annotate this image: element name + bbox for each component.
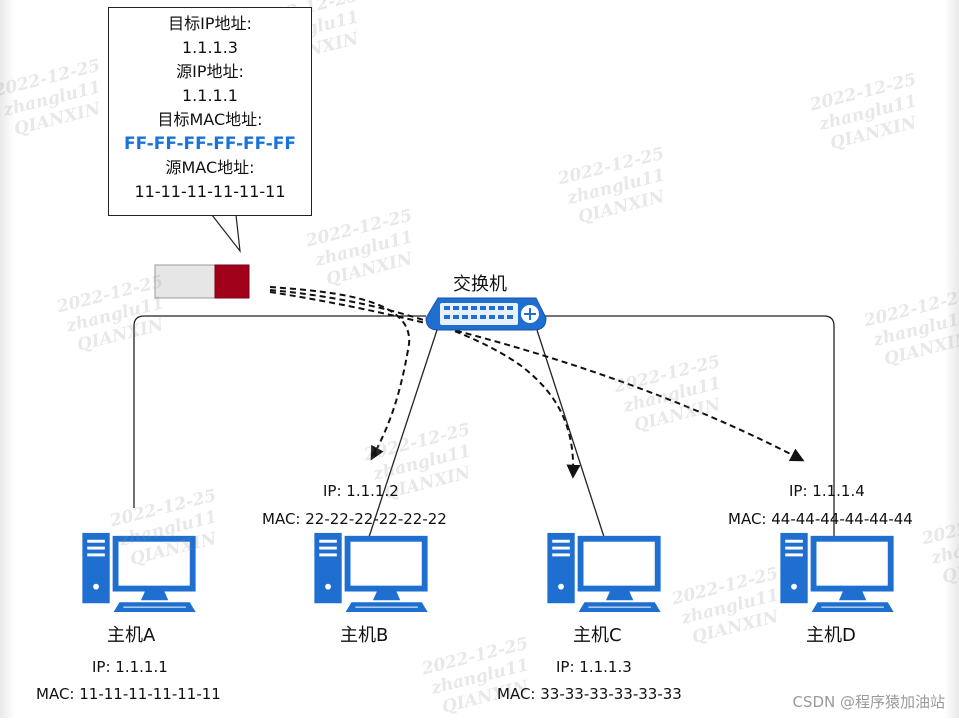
- callout-pointer: [211, 214, 241, 254]
- broadcast-arrow-to-d: [269, 291, 805, 462]
- dest-mac-value: FF-FF-FF-FF-FF-FF: [123, 134, 297, 154]
- frame-edge-left: [0, 0, 14, 718]
- src-ip-label: 源IP地址:: [176, 62, 244, 81]
- dest-ip-value: 1.1.1.3: [182, 38, 238, 57]
- switch-label: 交换机: [453, 274, 507, 295]
- host-a-ip: IP: 1.1.1.1: [92, 658, 168, 676]
- host-a-name: 主机A: [107, 625, 156, 646]
- host-b-mac: MAC: 22-22-22-22-22-22: [262, 510, 447, 528]
- src-ip-value: 1.1.1.1: [182, 86, 238, 105]
- host-b-ip: IP: 1.1.1.2: [323, 482, 399, 500]
- src-mac-value: 11-11-11-11-11-11: [134, 182, 286, 201]
- host-c-name: 主机C: [573, 625, 622, 646]
- cable-a: [133, 315, 426, 508]
- dest-ip-label: 目标IP地址:: [168, 14, 252, 33]
- host-d-mac: MAC: 44-44-44-44-44-44: [728, 510, 913, 528]
- host-c-computer-icon: [546, 532, 662, 613]
- packet-header: [214, 264, 250, 299]
- broadcast-arrow-to-c: [269, 289, 581, 479]
- cable-c: [536, 329, 606, 541]
- src-mac-label: 源MAC地址:: [165, 158, 255, 177]
- host-c-mac: MAC: 33-33-33-33-33-33: [497, 685, 682, 703]
- host-a-computer-icon: [81, 532, 197, 613]
- host-d-ip: IP: 1.1.1.4: [789, 482, 865, 500]
- frame-edge-right: [945, 0, 959, 718]
- dest-mac-label: 目标MAC地址:: [157, 110, 263, 129]
- host-b-name: 主机B: [340, 625, 389, 646]
- cable-d: [544, 315, 835, 538]
- network-switch-icon: [425, 297, 547, 331]
- broadcast-arrow-to-b: [269, 286, 411, 461]
- packet-body: [154, 264, 216, 299]
- host-c-ip: IP: 1.1.1.3: [556, 658, 632, 676]
- host-d-computer-icon: [779, 532, 895, 613]
- packet-info-callout: 目标IP地址: 1.1.1.3 源IP地址: 1.1.1.1 目标MAC地址: …: [108, 7, 312, 216]
- host-b-computer-icon: [313, 532, 429, 613]
- csdn-credit: CSDN @程序猿加油站: [792, 693, 945, 711]
- host-a-mac: MAC: 11-11-11-11-11-11: [36, 685, 221, 703]
- host-d-name: 主机D: [806, 625, 856, 646]
- cable-b: [367, 329, 438, 541]
